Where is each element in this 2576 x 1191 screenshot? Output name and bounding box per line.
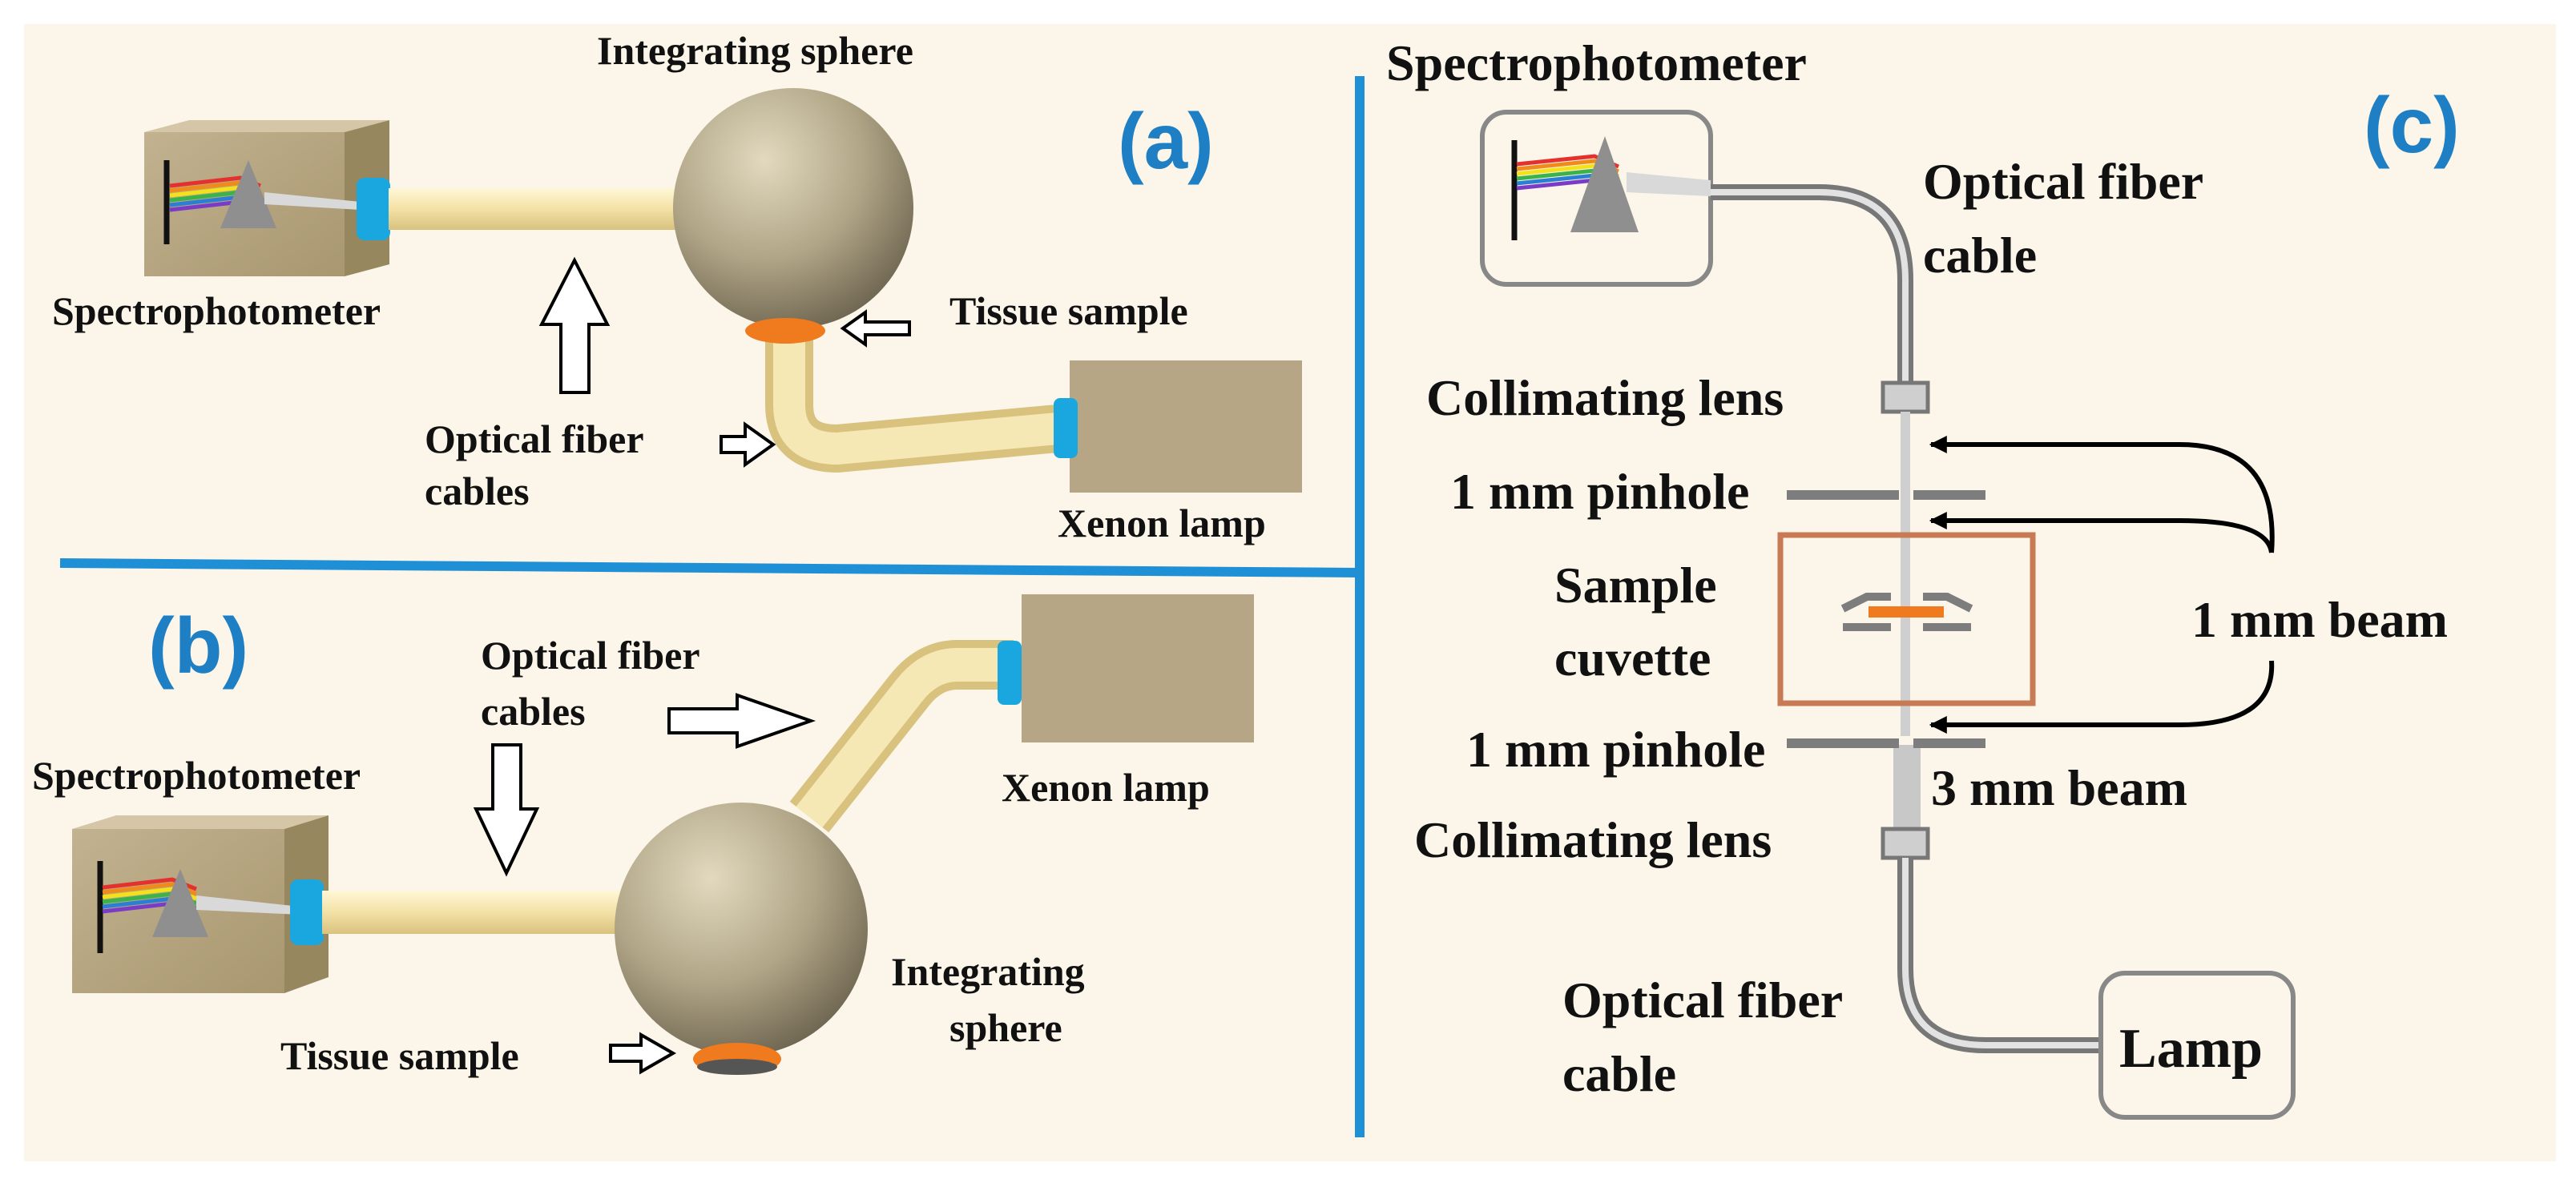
optical-fiber-label: cables [425,469,530,513]
optical-fiber-label: Optical fiber [481,633,700,678]
sample-cuvette [1840,593,1973,631]
connector [357,178,390,240]
light-beam [1893,745,1921,829]
arrow-left-icon [840,309,911,348]
arrow-right-icon [720,421,776,468]
beam-3mm-label: 3 mm beam [1931,759,2187,816]
optical-fiber [389,188,677,230]
sample-cuvette-label: cuvette [1554,630,1711,686]
arrow-left-icon [1929,512,2274,553]
spectrophotometer-label: Spectrophotometer [1386,34,1807,91]
horizontal-divider [59,558,1361,577]
panel-a-label: (a) [1118,97,1214,185]
integrating-sphere-label: Integrating sphere [597,28,913,73]
beam-1mm-label: 1 mm beam [2191,591,2448,648]
integrating-sphere [615,803,868,1056]
panel-c: (c) Spectrophotometer [1386,34,2460,1120]
light-beam [1901,412,1910,736]
pinhole [1913,738,1985,748]
prism-icon [220,160,276,228]
collimating-lens-label: Collimating lens [1426,369,1784,426]
spectrophotometer-label: Spectrophotometer [32,753,361,798]
prism-icon [1570,136,1639,232]
spectrophotometer-box [144,120,389,276]
collimating-lens [1881,380,1930,414]
optical-fiber-label: cable [1923,227,2037,284]
connector [998,641,1022,705]
spectrophotometer-box [72,815,329,993]
pinhole [1913,490,1985,500]
xenon-lamp [1070,360,1302,493]
xenon-lamp-label: Xenon lamp [1058,501,1266,545]
lamp-box [2098,971,2296,1120]
optical-fiber-label: Optical fiber [1923,153,2203,210]
panel-b: (b) Optical fiber cables Spectrophotomet… [32,594,1254,1078]
collimating-lens-label: Collimating lens [1414,811,1772,868]
sample-cuvette-frame [1777,532,2036,706]
sample-cuvette-label: Sample [1554,557,1717,614]
sample [1869,606,1944,618]
arrow-left-icon [1929,436,2275,553]
tissue-sample-label: Tissue sample [949,288,1188,333]
tissue-sample [745,318,825,344]
panel-a: (a) Integrating sphere [52,28,1302,545]
optical-fiber-label: Optical fiber [425,416,644,461]
lamp-label: Lamp [2119,1018,2263,1080]
integrating-sphere-label: sphere [949,1005,1062,1050]
arrow-up-icon [538,256,611,394]
pinhole [1787,738,1899,748]
connector [290,879,324,945]
optical-fiber [322,891,643,934]
optical-fiber-label: Optical fiber [1562,972,1843,1028]
pinhole-label: 1 mm pinhole [1466,721,1765,778]
pinhole [1787,490,1899,500]
connector [1054,398,1078,458]
panel-b-label: (b) [148,602,248,690]
arrow-down-icon [473,743,540,877]
xenon-lamp-label: Xenon lamp [1002,765,1210,810]
arrow-right-icon [667,693,816,749]
spectrophotometer-label: Spectrophotometer [52,288,381,333]
tissue-sample-label: Tissue sample [280,1033,519,1078]
integrating-sphere-label: Integrating [891,949,1085,994]
arrow-left-icon [1929,660,2275,734]
integrating-sphere [673,88,913,328]
prism-icon [152,869,208,937]
xenon-lamp [1022,594,1254,742]
optical-fiber-label: cables [481,689,586,734]
optical-fiber-label: cable [1562,1045,1676,1102]
pinhole-label: 1 mm pinhole [1450,463,1749,520]
collimating-lens [1881,827,1930,860]
arrow-right-icon [609,1032,677,1075]
panel-c-label: (c) [2364,81,2460,169]
